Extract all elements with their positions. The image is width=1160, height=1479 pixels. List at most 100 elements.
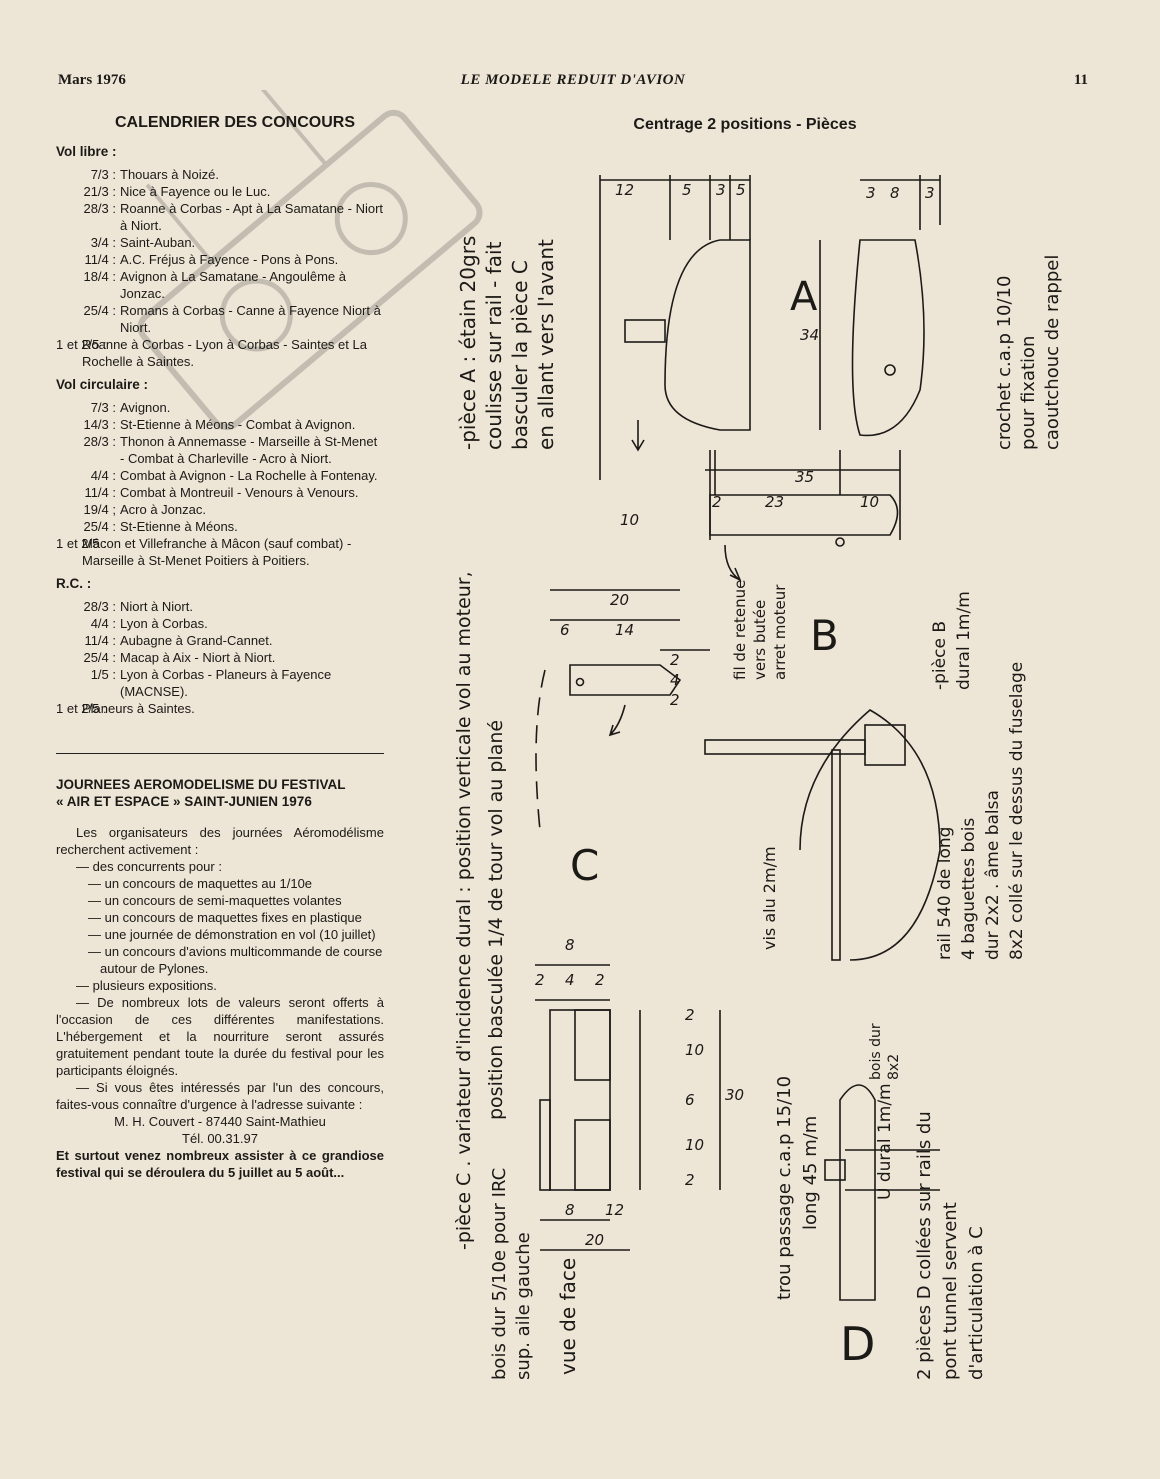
svg-text:10: 10	[685, 1136, 704, 1154]
svg-text:crochet c.a.p 10/10: crochet c.a.p 10/10	[994, 276, 1015, 450]
svg-text:bois dur: bois dur	[868, 1023, 884, 1080]
calendar-entry: 3/4 : Saint-Auban.	[56, 234, 384, 251]
svg-text:34: 34	[800, 326, 819, 344]
calendar-entry: 28/3 :Thonon à Annemasse - Marseille à S…	[56, 433, 384, 467]
calendar-entry: 1 et 2/5 :Roanne à Corbas - Lyon à Corba…	[56, 336, 384, 370]
calendar-entry-date: 11/4 :	[84, 485, 116, 500]
svg-text:fil de retenue: fil de retenue	[731, 580, 749, 680]
journees-closing: Et surtout venez nombreux assister à ce …	[56, 1148, 384, 1180]
calendar-entry-text: Mâcon et Villefranche à Mâcon (sauf comb…	[82, 536, 352, 568]
piece-c-side	[569, 664, 682, 696]
page-header: Mars 1976 LE MODELE REDUIT D'AVION 11	[58, 72, 1088, 96]
calendar-entry: 1 et 2/5 :Planeurs à Saintes.	[56, 700, 384, 717]
letter-c: C	[570, 841, 599, 890]
calendar-entry-text: Combat à Montreuil - Venours à Venours.	[120, 485, 359, 500]
calendar-entry-date: 4/4 :	[90, 468, 116, 483]
calendar-entry-text: Saint-Auban.	[120, 235, 196, 250]
journees-sub-item: — un concours de maquettes fixes en plas…	[88, 910, 362, 925]
section-divider	[56, 753, 384, 754]
calendar-entry: 7/3 :Avignon.	[56, 399, 384, 416]
svg-text:coulisse sur rail - fait: coulisse sur rail - fait	[482, 241, 506, 450]
note-rail: rail 540 de long 4 baguettes bois dur 2x…	[935, 662, 1027, 960]
journees-para-lots: — De nombreux lots de valeurs seront off…	[56, 995, 384, 1078]
svg-text:en allant vers l'avant: en allant vers l'avant	[534, 239, 558, 450]
left-column: CALENDRIER DES CONCOURS Vol libre :7/3 :…	[56, 114, 384, 1181]
journees-subitems: — un concours de maquettes au 1/10e— un …	[56, 875, 384, 977]
calendar-entry-date: 1/5 :	[90, 667, 116, 682]
svg-text:-pièce A : étain 20grs: -pièce A : étain 20grs	[456, 236, 480, 450]
rail	[704, 739, 866, 755]
svg-text:20: 20	[585, 1231, 604, 1249]
calendar-entry-text: Macap à Aix - Niort à Niort.	[120, 650, 276, 665]
journees-para-contact: — Si vous êtes intéressés par l'un des c…	[56, 1080, 384, 1112]
calendar-entry-text: Nice à Fayence ou le Luc.	[120, 184, 271, 199]
piece-a-top-profile	[851, 239, 925, 437]
face-view-body	[549, 1009, 611, 1191]
calendar-entry-date: 25/4 :	[83, 650, 116, 665]
dimensions-face: 8 2 4 2 2 10 6 10 2 30 8 12 20	[535, 936, 744, 1249]
calendar-entry-text: Roanne à Corbas - Apt à La Samatane - Ni…	[120, 201, 384, 233]
calendar-entry-date: 21/3 :	[83, 184, 116, 199]
svg-text:d'articulation à C: d'articulation à C	[966, 1226, 987, 1380]
svg-text:10: 10	[620, 511, 639, 529]
svg-text:4: 4	[565, 971, 575, 989]
svg-text:12: 12	[615, 181, 634, 199]
calendar-entry-text: Acro à Jonzac.	[120, 502, 206, 517]
calendar-entry-date: 19/4 ;	[83, 502, 116, 517]
piece-a-side-profile	[664, 239, 751, 431]
calendar-entry: 1 et 2/5 :Mâcon et Villefranche à Mâcon …	[56, 535, 384, 569]
note-fil: fil de retenue vers butée arret moteur	[731, 580, 789, 680]
calendar-entry-date: 3/4 :	[90, 235, 116, 250]
svg-text:8x2 collé sur le dessus du fus: 8x2 collé sur le dessus du fuselage	[1007, 662, 1027, 960]
journees-title-line2: « AIR ET ESPACE » SAINT-JUNIEN 1976	[56, 794, 312, 809]
calendar-entry: 25/4 :St-Etienne à Méons.	[56, 518, 384, 535]
calendar-entry-text: Roanne à Corbas - Lyon à Corbas - Sainte…	[82, 337, 367, 369]
journees-sub-item: — une journée de démonstration en vol (1…	[88, 927, 376, 942]
svg-text:rail 540 de long: rail 540 de long	[935, 827, 955, 960]
svg-text:23: 23	[765, 493, 784, 511]
rail-circle	[799, 709, 941, 961]
svg-text:bois dur 5/10e pour IRC: bois dur 5/10e pour IRC	[489, 1168, 510, 1380]
calendar-entry-text: St-Etienne à Méons - Combat à Avignon.	[120, 417, 356, 432]
svg-text:2: 2	[685, 1171, 695, 1189]
svg-text:8: 8	[565, 936, 575, 954]
calendar-entry: 4/4 :Lyon à Corbas.	[56, 615, 384, 632]
svg-text:20: 20	[610, 591, 629, 609]
svg-text:14: 14	[615, 621, 634, 639]
svg-text:-pièce B: -pièce B	[930, 621, 950, 690]
svg-text:-pièce C . variateur d'inciden: -pièce C . variateur d'incidence dural :…	[453, 571, 475, 1250]
svg-text:35: 35	[795, 468, 814, 486]
svg-text:8: 8	[565, 1201, 575, 1219]
calendar-entry: 25/4 :Romans à Corbas - Canne à Fayence …	[56, 302, 384, 336]
calendar-entry-list: 7/3 :Avignon.14/3 :St-Etienne à Méons - …	[56, 399, 384, 569]
svg-text:long 45 m/m: long 45 m/m	[800, 1116, 821, 1230]
svg-text:trou passage c.a.p 15/10: trou passage c.a.p 15/10	[774, 1076, 795, 1300]
piece-a-hole	[884, 364, 896, 376]
watermark-rc-paper	[137, 90, 483, 431]
calendar-entry-text: St-Etienne à Méons.	[120, 519, 238, 534]
svg-text:4 baguettes bois: 4 baguettes bois	[959, 818, 979, 960]
svg-text:2: 2	[595, 971, 605, 989]
calendar-entry: 14/3 :St-Etienne à Méons - Combat à Avig…	[56, 416, 384, 433]
svg-text:position basculée 1/4 de tour: position basculée 1/4 de tour vol au pla…	[485, 720, 507, 1120]
calendar-entry: 28/3 :Roanne à Corbas - Apt à La Samatan…	[56, 200, 384, 234]
svg-text:6: 6	[685, 1091, 695, 1109]
calendar-sections: Vol libre :7/3 :Thouars à Noizé.21/3 :Ni…	[56, 143, 384, 717]
svg-text:6: 6	[560, 621, 570, 639]
calendar-entry-text: Avignon à La Samatane - Angoulême à Jonz…	[120, 269, 346, 301]
journees-sub-item: — un concours d'avions multicommande de …	[88, 944, 383, 976]
calendar-entry-date: 4/4 :	[90, 616, 116, 631]
letter-b: B	[810, 611, 839, 660]
calendar-entry-date: 1 et 2/5 :	[56, 337, 107, 352]
dimensions-c: 20 6 14 2 4 2	[560, 591, 680, 709]
rail-end-block	[864, 724, 906, 766]
contact-phone: Tél. 00.31.97	[182, 1131, 258, 1146]
calendar-entry-text: Thonon à Annemasse - Marseille à St-Mene…	[120, 434, 378, 466]
calendar-entry-date: 18/4 :	[83, 269, 116, 284]
svg-text:12: 12	[605, 1201, 624, 1219]
header-date: Mars 1976	[58, 72, 126, 88]
calendar-entry: 25/4 : Macap à Aix - Niort à Niort.	[56, 649, 384, 666]
svg-text:2 pièces D collées sur rails d: 2 pièces D collées sur rails du	[914, 1111, 935, 1380]
svg-text:caoutchouc de rappel: caoutchouc de rappel	[1042, 255, 1063, 450]
piece-d-profile	[839, 1084, 876, 1301]
